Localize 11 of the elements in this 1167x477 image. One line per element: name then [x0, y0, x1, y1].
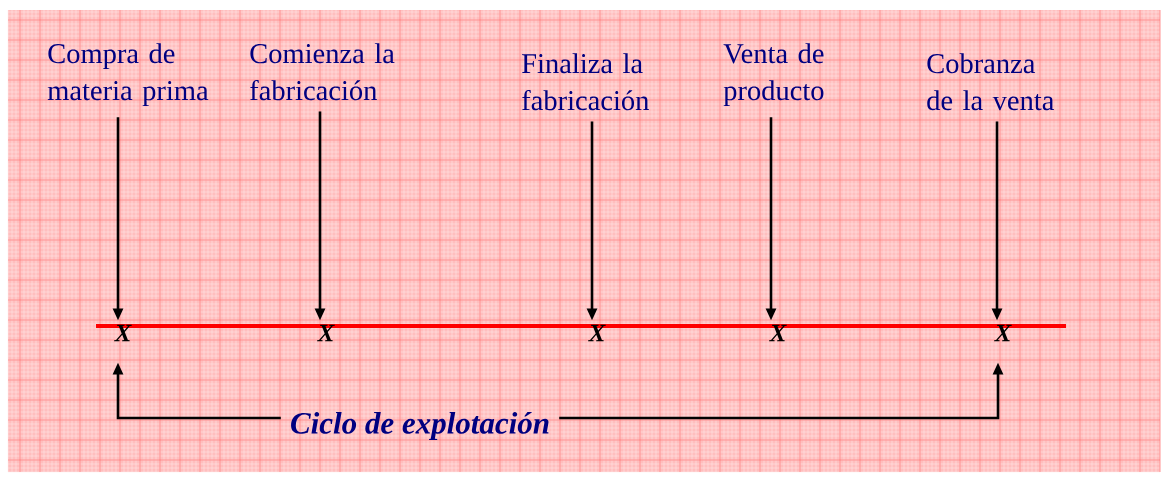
cycle-label: Ciclo de explotación — [291, 411, 549, 441]
x-mark: X — [317, 324, 335, 342]
x-mark: X — [769, 324, 787, 342]
x-mark: X — [114, 324, 132, 342]
event-label: Finaliza la fabricación — [522, 53, 649, 111]
event-label: Venta de producto — [723, 43, 824, 107]
x-mark: X — [588, 324, 606, 342]
event-label: Compra de materia prima — [47, 43, 209, 107]
event-label: Comienza la fabricación — [250, 43, 395, 101]
event-label: Cobranza de la venta — [927, 53, 1054, 111]
x-mark: X — [994, 324, 1012, 342]
